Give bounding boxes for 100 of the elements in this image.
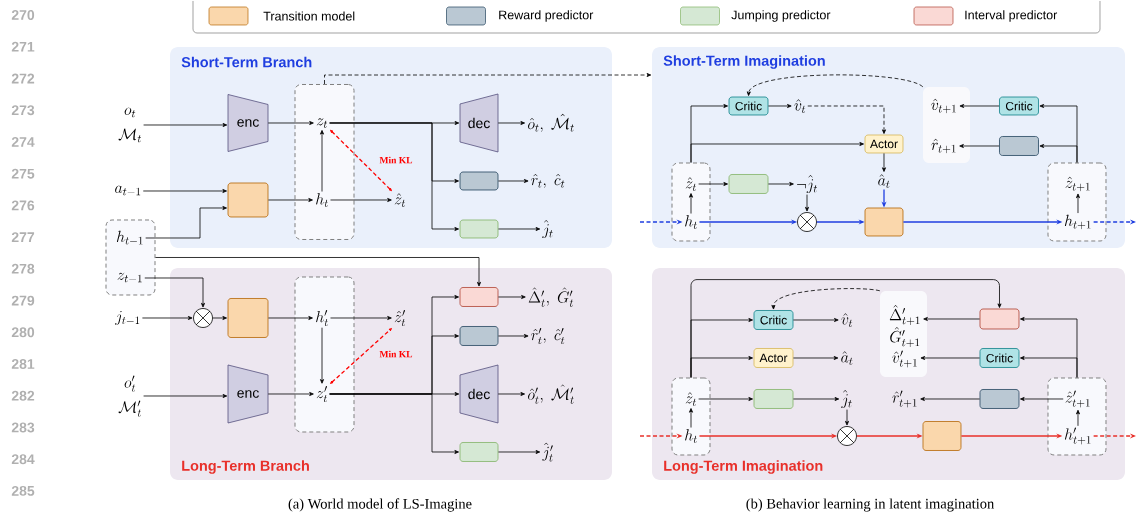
arrow xyxy=(959,104,1000,108)
encoder-trapezoid: enc xyxy=(227,94,269,152)
dashed-arrow xyxy=(771,288,881,310)
dashed-box xyxy=(294,276,355,433)
line-number: 284 xyxy=(11,454,35,465)
arrow xyxy=(330,316,392,320)
dashed-box xyxy=(1047,377,1107,456)
line-number: 272 xyxy=(11,73,35,84)
math-label: $\hat{z}'_t$ xyxy=(394,309,406,327)
arrow xyxy=(1020,356,1078,378)
math-label: $\hat{z}_t$ xyxy=(685,392,697,406)
jumping-block xyxy=(728,174,769,194)
decoder-trapezoid: dec xyxy=(459,93,499,153)
math-label: $\hat{z}_t$ xyxy=(394,193,406,207)
arrow xyxy=(144,277,205,308)
line-number: 285 xyxy=(11,485,35,496)
arrow xyxy=(959,144,1000,148)
edge-label: Min KL xyxy=(378,349,414,359)
line-number: 274 xyxy=(11,137,35,147)
math-label: $h_t$ xyxy=(685,429,697,443)
transition-block xyxy=(227,298,269,338)
math-label: $\hat{\Delta}'_{t+1}$ xyxy=(889,305,920,325)
arrow xyxy=(498,179,529,183)
arrow xyxy=(1076,409,1080,427)
arrow xyxy=(329,393,459,454)
math-label: $\hat{o}_t,\ \hat{\mathcal{M}}_t$ xyxy=(528,113,574,133)
arrow xyxy=(155,257,481,287)
arrow xyxy=(497,392,525,396)
math-label: $\hat{v}_t$ xyxy=(841,313,853,327)
reward-block xyxy=(999,136,1039,156)
math-label: $z_{t-1}$ xyxy=(117,272,142,283)
interval-block xyxy=(459,287,499,307)
arrow xyxy=(920,397,980,401)
line-number: 283 xyxy=(11,422,35,433)
arrow xyxy=(698,182,728,186)
arrow xyxy=(142,189,227,193)
transition-block xyxy=(227,182,269,218)
legend-label: Transition model xyxy=(263,11,355,21)
arrow xyxy=(267,392,314,396)
arrow xyxy=(690,142,864,163)
reward-block xyxy=(979,389,1020,409)
math-label: $\hat{j}_t$ xyxy=(841,390,852,409)
multiply-circle xyxy=(797,212,817,232)
math-label: $\hat{v}_t$ xyxy=(794,99,806,113)
edge-label: Min KL xyxy=(378,155,414,165)
jumping-block xyxy=(459,219,499,239)
arrow xyxy=(845,409,849,426)
math-label: $\hat{z}_{t+1}$ xyxy=(1065,176,1090,192)
reward-block xyxy=(459,171,499,191)
arrow xyxy=(143,394,228,398)
line-number: 273 xyxy=(11,105,35,116)
math-label: $o_t$ $\mathcal{M}_t$ xyxy=(118,107,142,143)
math-label: $\hat{j}_t$ xyxy=(542,220,553,239)
arrow xyxy=(689,193,693,214)
arrow xyxy=(768,182,794,186)
arrow xyxy=(793,318,839,322)
math-label: $h_{t+1}$ xyxy=(1064,214,1091,230)
arrow xyxy=(320,327,324,384)
legend-label: Interval predictor xyxy=(965,10,1058,22)
interval-block xyxy=(979,308,1020,330)
actor-block: Actor xyxy=(864,134,904,154)
arrow xyxy=(145,206,227,239)
dashed-arrow xyxy=(324,73,652,85)
critic-block: Critic xyxy=(999,96,1039,116)
arrow xyxy=(793,356,839,360)
math-label: $h_t$ xyxy=(316,193,328,207)
math-label: $\hat{o}'_t,\ \hat{\mathcal{M}}'_t$ xyxy=(528,384,574,404)
math-label: $\hat{z}_t$ xyxy=(685,177,697,191)
dashed-arrow xyxy=(807,105,886,134)
double-headed-arrow xyxy=(330,129,392,192)
math-label: $j_{t-1}$ xyxy=(115,311,140,325)
arrow xyxy=(268,316,313,320)
math-label: $\hat{G}'_{t+1}$ xyxy=(890,327,920,347)
math-label: $\hat{r}'_{t+1}$ xyxy=(892,390,917,408)
math-label: $\hat{r}'_t,\ \hat{c}'_t$ xyxy=(531,327,565,345)
math-label: $a_{t-1}$ xyxy=(115,185,141,196)
math-label: $\neg\hat{j}_t$ xyxy=(797,175,817,194)
math-label: $z'_t$ xyxy=(316,385,328,403)
arrow xyxy=(498,227,541,231)
math-label: $h'_{t+1}$ xyxy=(1064,427,1091,445)
arrow xyxy=(497,121,525,125)
legend-label: Jumping predictor xyxy=(731,10,831,22)
math-label: $z_t$ xyxy=(316,118,328,128)
math-label: $\hat{r}_{t+1}$ xyxy=(931,138,956,154)
arrow xyxy=(267,121,314,125)
dashed-arrow xyxy=(746,74,924,96)
highlight-box xyxy=(880,291,927,377)
dashed-box xyxy=(294,84,355,240)
transition-block xyxy=(864,207,904,237)
line-number: 275 xyxy=(11,168,35,179)
line-number: 276 xyxy=(11,200,35,211)
math-label: $\hat{z}'_{t+1}$ xyxy=(1065,390,1090,408)
arrow xyxy=(1020,397,1064,401)
reward-block xyxy=(459,326,499,346)
math-label: $\hat{\Delta}'_t,\ \hat{G}'_t$ xyxy=(528,287,574,307)
arrow xyxy=(330,198,392,202)
arrow xyxy=(498,450,541,454)
arrow xyxy=(212,316,227,320)
encoder-trapezoid: enc xyxy=(227,364,269,424)
multiply-circle xyxy=(193,308,213,328)
